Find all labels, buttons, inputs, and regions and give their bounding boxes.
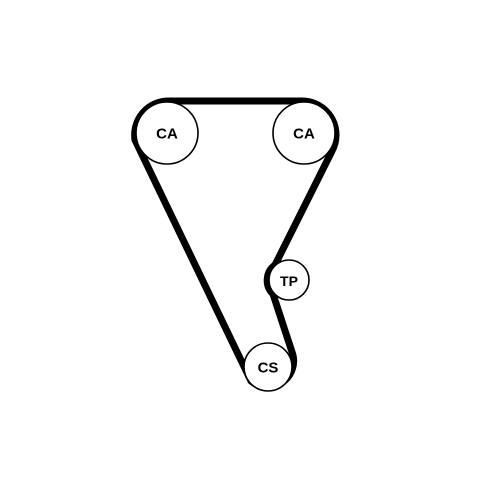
camshaft-pulley-right: CA bbox=[272, 101, 336, 165]
camshaft-pulley-left: CA bbox=[135, 101, 199, 165]
camshaft-pulley-left-label: CA bbox=[156, 126, 178, 143]
camshaft-pulley-right-circle bbox=[272, 101, 336, 165]
tensioner-pulley-label: TP bbox=[280, 273, 298, 289]
crankshaft-pulley-circle bbox=[243, 342, 293, 392]
camshaft-pulley-right-label: CA bbox=[293, 126, 315, 143]
crankshaft-pulley-label: CS bbox=[258, 360, 279, 377]
camshaft-pulley-left-circle bbox=[135, 101, 199, 165]
tensioner-pulley-circle bbox=[268, 259, 310, 301]
crankshaft-pulley: CS bbox=[243, 342, 293, 392]
tensioner-pulley: TP bbox=[268, 259, 310, 301]
